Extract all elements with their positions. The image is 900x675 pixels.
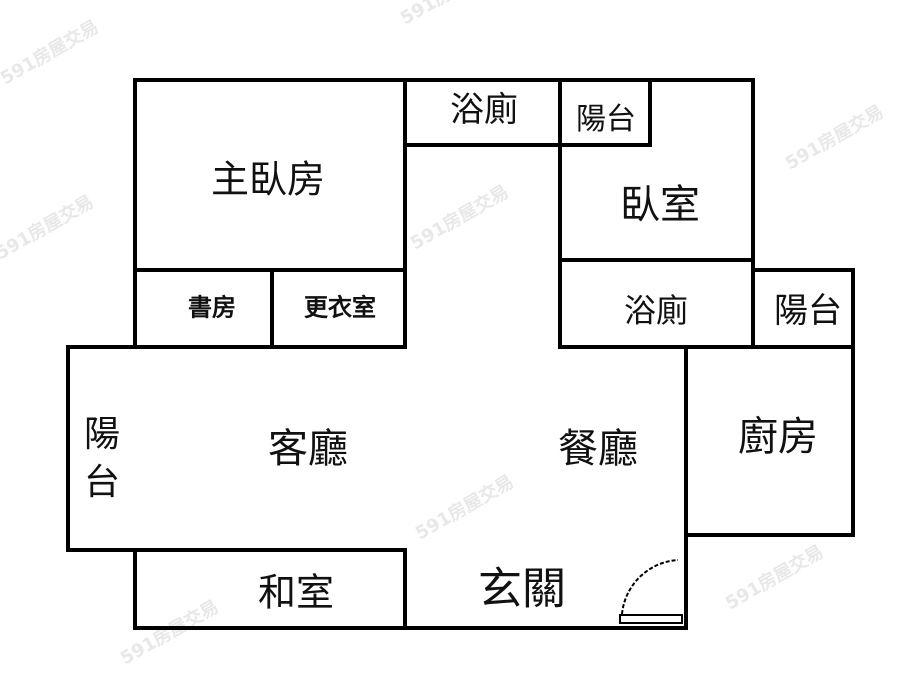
- room-balcony-top: 陽台: [576, 102, 636, 137]
- room-bedroom: 臥室: [620, 182, 700, 228]
- room-master-bedroom: 主臥房: [211, 158, 325, 202]
- room-japanese-room: 和室: [258, 571, 334, 615]
- room-balcony-right: 陽台: [774, 291, 842, 331]
- watermark: 591房屋交易: [412, 470, 518, 544]
- room-entrance: 玄關: [478, 564, 566, 615]
- watermark: 591房屋交易: [0, 15, 102, 89]
- room-kitchen: 廚房: [738, 414, 818, 460]
- room-balcony-left: 台: [84, 462, 120, 503]
- watermark: 591房屋交易: [407, 180, 513, 254]
- room-study: 書房: [188, 293, 236, 322]
- entrance-door: [619, 559, 683, 624]
- watermark: 591房屋交易: [722, 540, 828, 614]
- room-dining-room: 餐廳: [558, 426, 638, 472]
- watermark: 591房屋交易: [117, 595, 223, 669]
- room-living-room: 客廳: [268, 426, 348, 472]
- room-bath-mid: 浴廁: [624, 292, 688, 330]
- watermark: 591房屋交易: [782, 100, 888, 174]
- watermark: 591房屋交易: [397, 0, 503, 29]
- room-balcony-left: 陽: [84, 414, 120, 455]
- walls: [66, 78, 855, 630]
- door-swing-arc: [621, 559, 679, 615]
- watermark: 591房屋交易: [0, 190, 97, 264]
- door-leaf: [619, 614, 683, 624]
- room-bath-top: 浴廁: [450, 90, 518, 130]
- room-closet: 更衣室: [304, 293, 376, 322]
